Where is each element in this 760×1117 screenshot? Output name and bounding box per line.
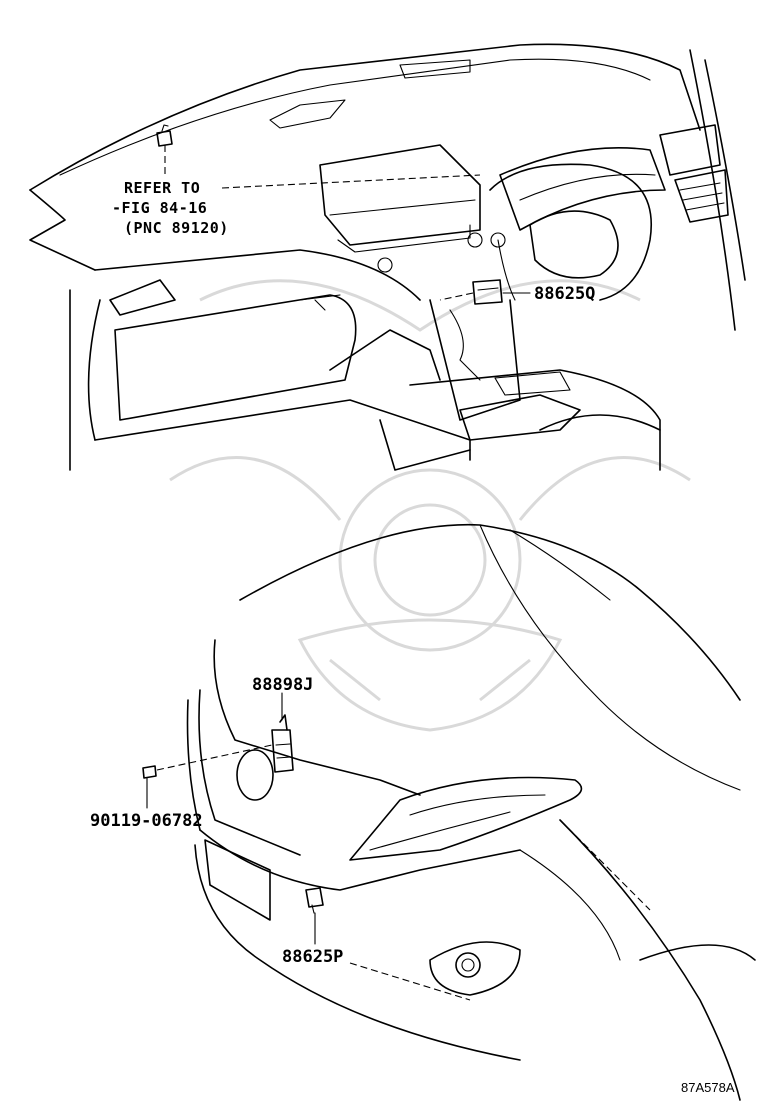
leader-refer-right: [221, 174, 481, 189]
refer-note-line1: REFER TO: [124, 179, 200, 197]
part-label-88625q: 88625Q: [534, 284, 595, 304]
front-car-drawing: [142, 523, 756, 1101]
part-label-88898j: 88898J: [252, 675, 313, 695]
figure-id: 87A578A: [681, 1080, 735, 1095]
leader-88625p-dash: [349, 962, 471, 1001]
refer-note-line3: (PNC 89120): [124, 219, 229, 237]
leader-bolt: [156, 744, 273, 771]
leader-88625q-dash: [439, 292, 474, 301]
dashboard-drawing: [29, 43, 746, 471]
part-label-88625p: 88625P: [282, 947, 343, 967]
refer-note-line2: -FIG 84-16: [112, 199, 207, 217]
watermark-emblem: [169, 279, 691, 732]
part-label-90119-06782: 90119-06782: [90, 811, 203, 831]
